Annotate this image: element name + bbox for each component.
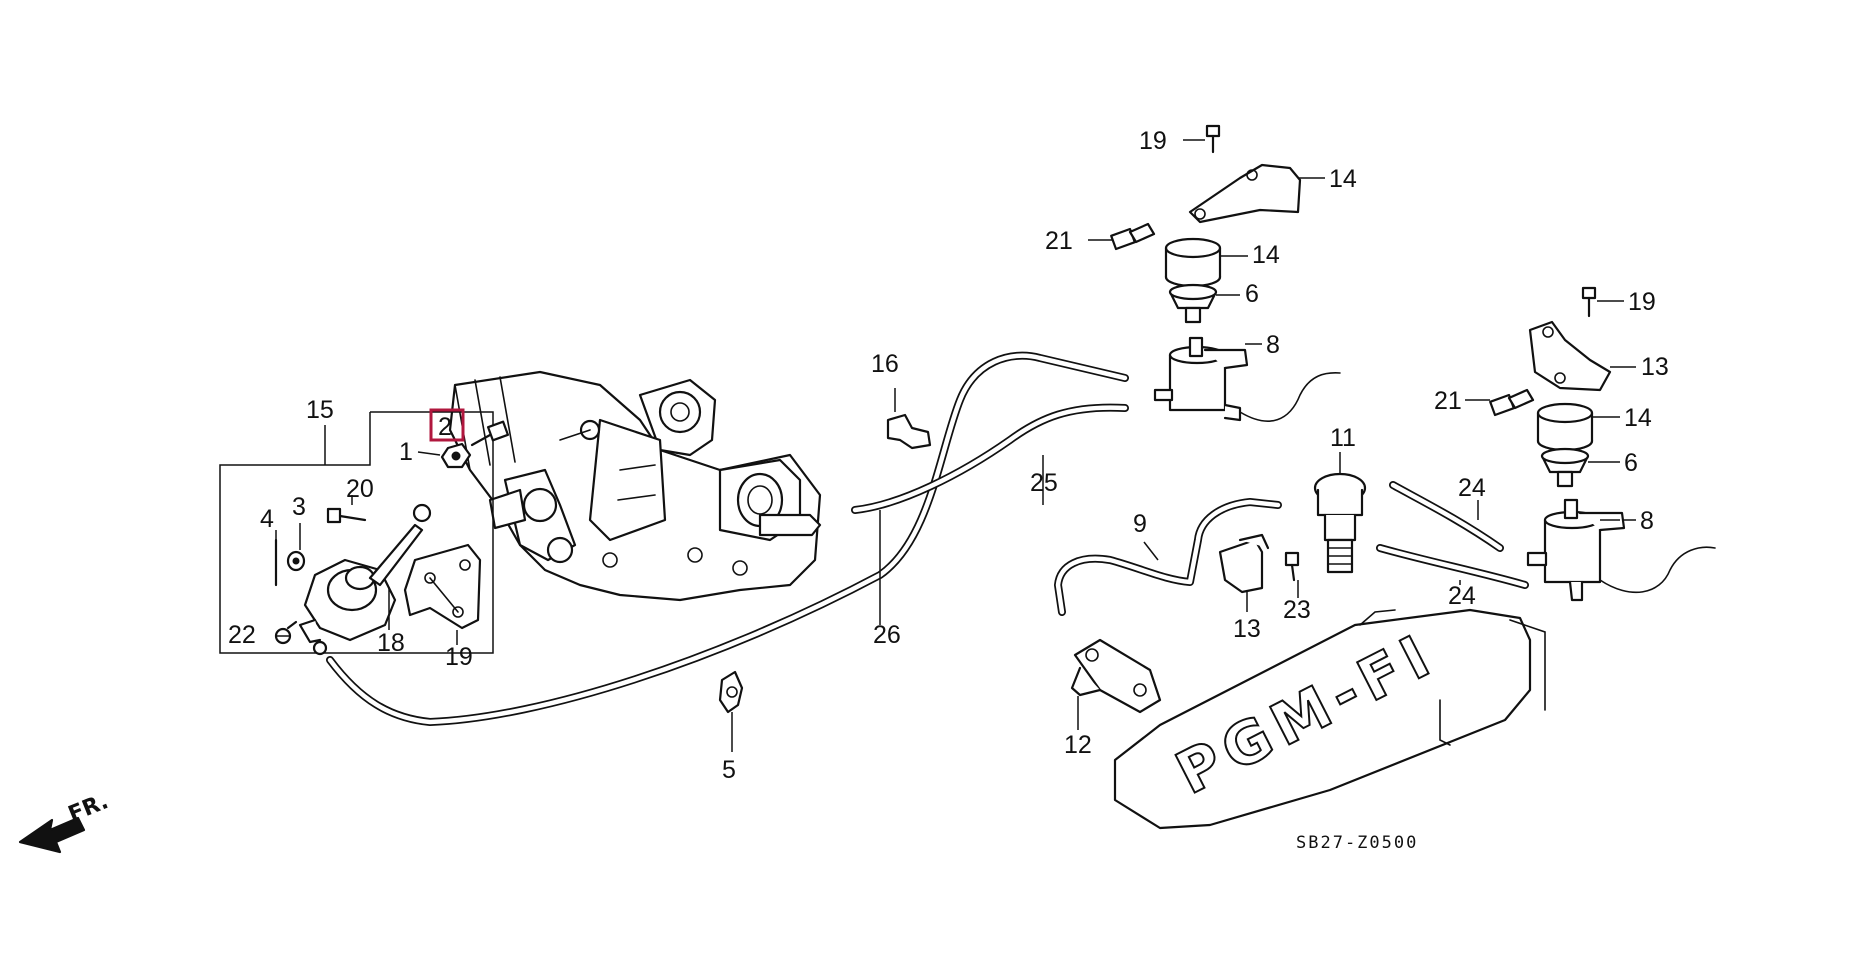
part-19-bolt-upper	[1183, 124, 1221, 154]
callout-6-upper: 6	[1245, 280, 1259, 308]
hose-7	[1054, 498, 1282, 616]
callout-21-upper: 21	[1045, 227, 1073, 255]
part-23-bolt	[1284, 551, 1300, 598]
callout-5: 5	[722, 756, 736, 784]
callout-26: 26	[873, 621, 901, 649]
diagram-code: SB27-Z0500	[1296, 833, 1418, 853]
part-20-bolt	[326, 495, 367, 524]
callout-14-lower: 14	[1624, 404, 1652, 432]
hose-24-lower	[1376, 544, 1529, 589]
part-6-grommet-upper	[1168, 283, 1240, 324]
part-2-bolt	[470, 420, 510, 447]
part-16-actuator	[298, 503, 432, 656]
callout-14-upper: 14	[1252, 241, 1280, 269]
part-14-cap-upper	[1164, 237, 1248, 288]
part-8-solenoid-upper	[1153, 336, 1341, 422]
callout-9: 11	[1330, 424, 1356, 452]
callout-23: 23	[1283, 596, 1311, 624]
callout-7: 9	[1133, 510, 1147, 538]
callout-16: 18	[377, 629, 405, 657]
part-6-grommet-lower	[1540, 447, 1620, 488]
part-9-valve	[1313, 452, 1367, 574]
callout-24-upper: 24	[1458, 474, 1486, 502]
part-14-cap-lower	[1536, 402, 1620, 452]
part-21-connector-upper	[1088, 222, 1156, 251]
highlight-box	[429, 408, 465, 442]
callout-1: 1	[399, 438, 413, 466]
part-22-screw	[274, 620, 298, 645]
callout-11: 13	[1233, 615, 1261, 643]
callout-19-upper: 19	[1139, 127, 1167, 155]
part-8-solenoid-lower	[1526, 498, 1716, 602]
callout-8-lower: 8	[1640, 507, 1654, 535]
group-bracket-15	[219, 411, 494, 654]
callout-18: 16	[871, 350, 899, 378]
callout-12: 14	[1329, 165, 1357, 193]
callout-labels: 15 1 2 3 4 20 18 19 22 16 25 26 5 9 11 1…	[228, 127, 1669, 784]
callout-24-lower: 24	[1448, 582, 1476, 610]
direction-label: FR.	[65, 789, 112, 827]
front-direction-arrow: FR.	[18, 789, 112, 854]
callout-19-lower: 19	[1628, 288, 1656, 316]
leader-lines	[388, 451, 1620, 645]
callout-25: 25	[1030, 469, 1058, 497]
hose-25	[851, 403, 1129, 514]
part-10-valve	[1070, 638, 1162, 730]
callout-8-upper: 8	[1266, 331, 1280, 359]
part-12-bracket	[1188, 163, 1325, 224]
callout-2: 2	[438, 413, 452, 441]
part-1-nut	[440, 442, 472, 469]
part-18-clip	[886, 388, 932, 450]
callout-10: 12	[1064, 731, 1092, 759]
part-19-bolt-lower	[1581, 286, 1624, 318]
throttle-body-illustration	[448, 370, 822, 602]
hose-26	[326, 351, 1129, 726]
part-21-connector-lower	[1465, 388, 1535, 417]
part-13-bracket	[1528, 320, 1636, 392]
callout-22: 22	[228, 621, 256, 649]
callout-13: 13	[1641, 353, 1669, 381]
part-11-bracket	[1218, 533, 1270, 612]
callout-4: 4	[260, 505, 274, 533]
hose-24-upper	[1389, 481, 1504, 552]
part-17-bracket	[403, 543, 482, 630]
part-5-clip	[718, 670, 744, 752]
callout-21-lower: 21	[1434, 387, 1462, 415]
callout-15: 15	[306, 396, 334, 424]
callout-20: 20	[346, 475, 374, 503]
callout-17: 19	[445, 643, 473, 671]
pgm-fi-intake-cover: PGM-FI	[1113, 608, 1546, 830]
part-3-washer	[286, 523, 306, 572]
callout-3: 3	[292, 493, 306, 521]
callout-6-lower: 6	[1624, 449, 1638, 477]
